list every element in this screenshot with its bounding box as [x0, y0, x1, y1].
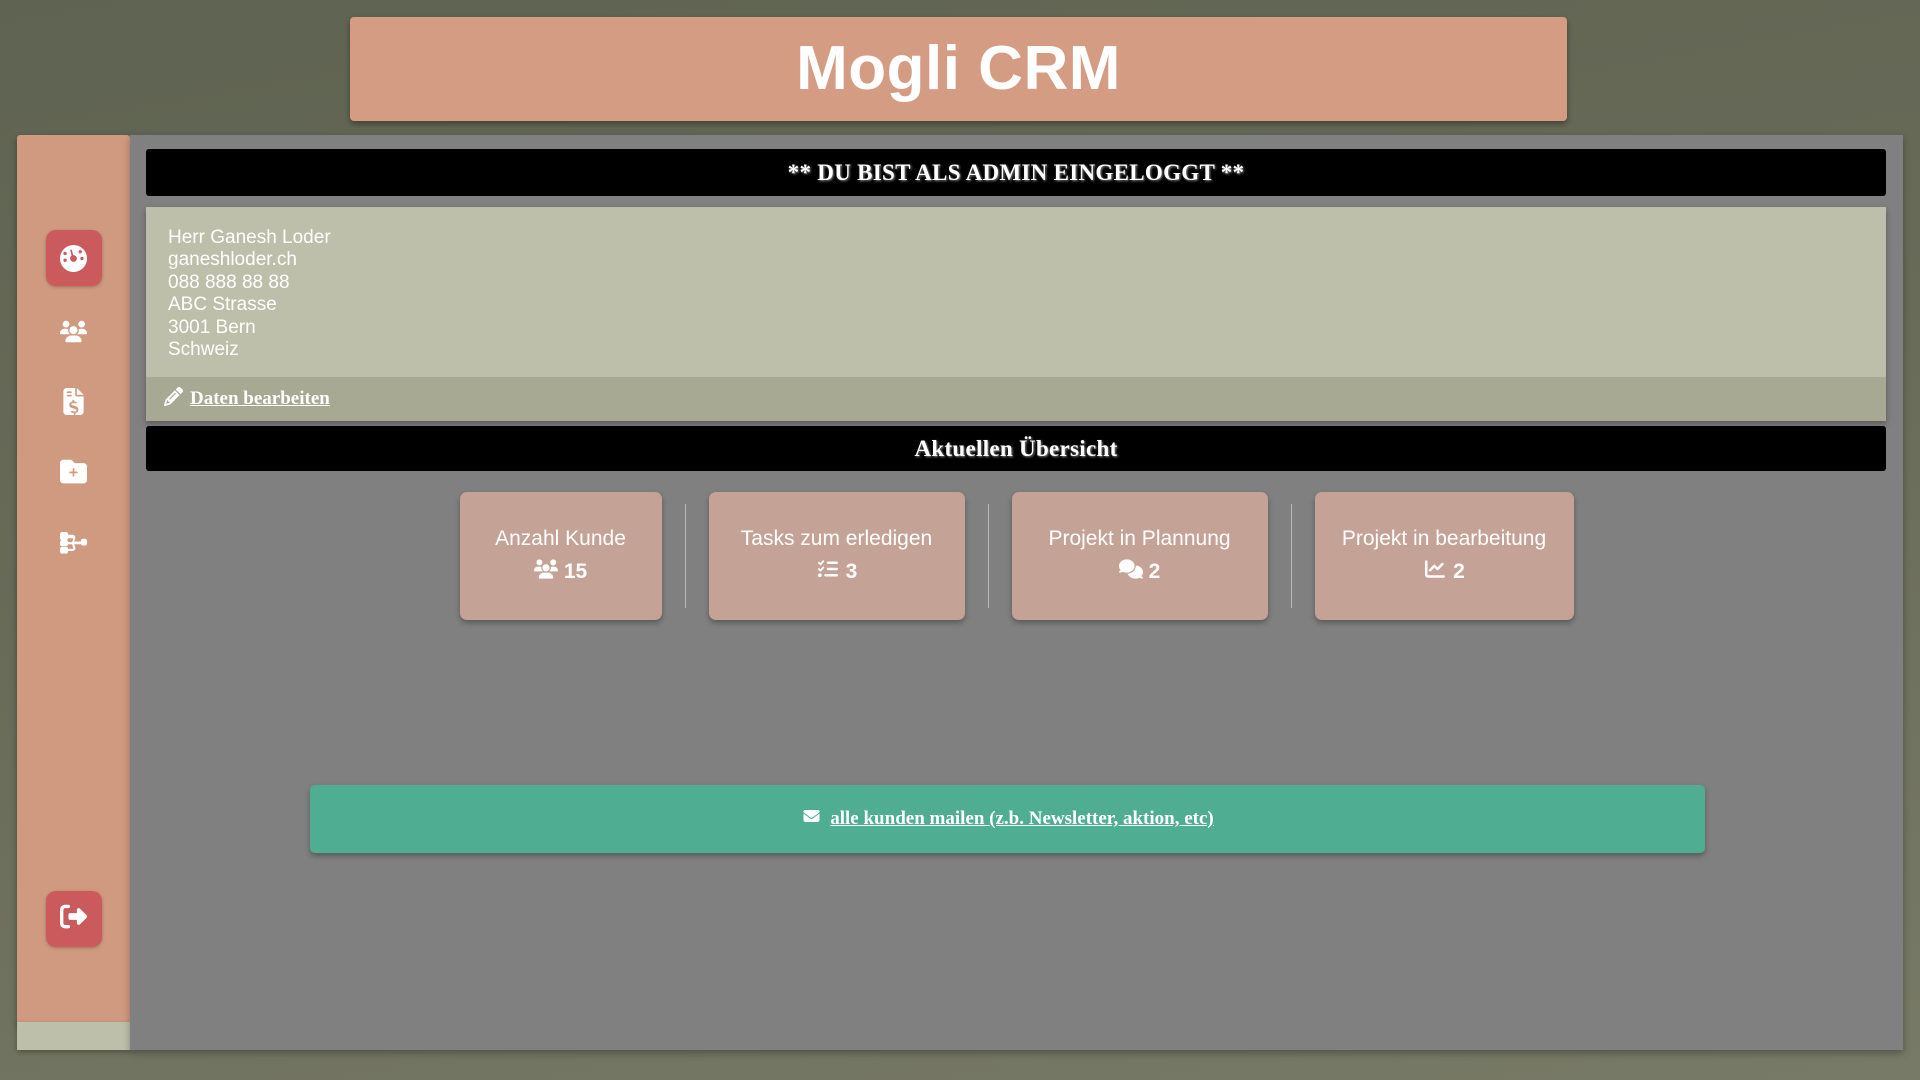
stat-card-tasks[interactable]: Tasks zum erledigen 3 — [708, 492, 965, 620]
stat-value: 2 — [1423, 559, 1465, 585]
customer-phone: 088 888 88 88 — [168, 271, 290, 293]
overview-heading: Aktuellen Übersicht — [146, 426, 1886, 471]
sign-out-icon — [60, 903, 87, 935]
card-separator — [1290, 504, 1292, 608]
users-icon — [533, 559, 558, 585]
page-title: Mogli CRM — [796, 34, 1121, 103]
stat-count: 2 — [1148, 560, 1161, 583]
stat-value: 2 — [1118, 559, 1161, 585]
stat-label: Anzahl Kunde — [495, 527, 626, 550]
mail-all-customers-label: alle kunden mailen (z.b. Newsletter, akt… — [830, 808, 1214, 829]
sidebar-item-projects[interactable] — [49, 516, 99, 566]
pen-square-icon — [164, 386, 183, 412]
customer-details: Herr Ganesh Loder ganeshloder.ch 088 888… — [146, 207, 1886, 378]
sidebar — [17, 135, 130, 1025]
sidebar-item-invoices[interactable] — [49, 376, 99, 426]
folder-plus-icon — [60, 458, 87, 485]
stat-count: 3 — [845, 560, 858, 583]
app-header-banner: Mogli CRM — [350, 17, 1567, 121]
stat-value: 15 — [533, 559, 588, 585]
customer-actions-bar: Daten bearbeiten — [146, 377, 1886, 422]
mail-all-customers-button[interactable]: alle kunden mailen (z.b. Newsletter, akt… — [310, 785, 1705, 853]
customer-city: 3001 Bern — [168, 316, 256, 338]
file-invoice-dollar-icon — [60, 387, 87, 415]
card-separator — [684, 504, 686, 608]
sidebar-item-customers[interactable] — [49, 306, 99, 356]
tasks-icon — [816, 559, 840, 585]
edit-data-link[interactable]: Daten bearbeiten — [164, 386, 330, 412]
stat-card-projects-inprogress[interactable]: Projekt in bearbeitung 2 — [1314, 492, 1574, 620]
admin-status-banner: ** DU BIST ALS ADMIN EINGELOGGT ** — [146, 149, 1886, 196]
stat-label: Tasks zum erledigen — [740, 527, 933, 550]
users-icon — [60, 318, 87, 345]
sidebar-nav — [45, 230, 102, 570]
customer-website: ganeshloder.ch — [168, 249, 297, 271]
edit-data-label: Daten bearbeiten — [190, 388, 330, 410]
customer-street: ABC Strasse — [168, 294, 277, 316]
customer-card: Herr Ganesh Loder ganeshloder.ch 088 888… — [146, 207, 1886, 422]
stat-count: 15 — [563, 560, 588, 583]
chart-line-icon — [1423, 559, 1447, 585]
sidebar-item-new-folder[interactable] — [49, 446, 99, 496]
overview-cards: Anzahl Kunde 15 Tasks zum erledigen — [130, 492, 1903, 620]
logout-button[interactable] — [45, 891, 102, 947]
customer-name: Herr Ganesh Loder — [168, 227, 331, 248]
gauge-icon — [60, 244, 87, 272]
stat-count: 2 — [1453, 560, 1465, 583]
stat-card-customers[interactable]: Anzahl Kunde 15 — [459, 492, 662, 620]
envelope-icon — [801, 808, 822, 830]
overview-heading-text: Aktuellen Übersicht — [914, 435, 1118, 461]
stat-value: 3 — [816, 559, 858, 585]
comments-icon — [1118, 559, 1143, 585]
project-diagram-icon — [60, 528, 87, 555]
card-separator — [987, 504, 989, 608]
sidebar-footer — [17, 1022, 130, 1050]
sidebar-item-dashboard[interactable] — [45, 230, 102, 286]
stat-label: Projekt in Plannung — [1048, 527, 1231, 550]
stat-card-projects-planning[interactable]: Projekt in Plannung 2 — [1011, 492, 1268, 620]
main-content: ** DU BIST ALS ADMIN EINGELOGGT ** Herr … — [130, 135, 1903, 1050]
customer-country: Schweiz — [168, 339, 239, 361]
admin-status-text: ** DU BIST ALS ADMIN EINGELOGGT ** — [787, 159, 1245, 185]
stat-label: Projekt in bearbeitung — [1341, 527, 1547, 550]
mail-all-customers-link[interactable]: alle kunden mailen (z.b. Newsletter, akt… — [801, 808, 1214, 830]
